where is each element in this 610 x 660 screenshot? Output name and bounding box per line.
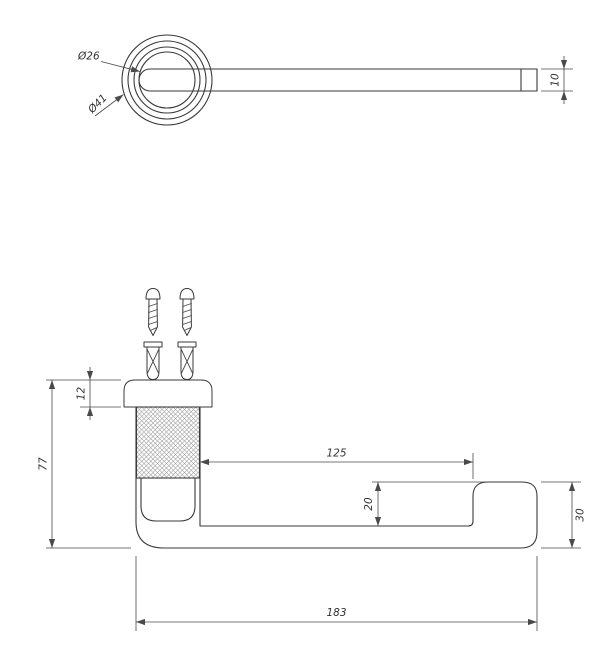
extension-lines	[541, 68, 573, 92]
dim-bar-thickness: 10	[541, 56, 573, 104]
screw-threads	[182, 303, 192, 331]
dim-rosette-diameter-label: Ø41	[85, 92, 109, 116]
knurled-grip	[135, 406, 201, 479]
screw-head	[145, 288, 161, 300]
leader-line	[94, 94, 124, 117]
screw-threads	[148, 303, 158, 331]
anchor-slits	[181, 349, 193, 374]
screw-head	[179, 288, 195, 300]
dim-drop-to-bar-label: 20	[363, 497, 375, 511]
wall-anchor-right	[177, 341, 197, 380]
dim-end-height-label: 30	[575, 508, 587, 522]
anchor-collar	[143, 341, 163, 348]
dim-drop-to-bar: 20	[363, 481, 486, 526]
dim-overall-length: 183	[135, 556, 538, 631]
dim-overall-height: 77	[38, 379, 131, 549]
extension-lines	[135, 556, 538, 631]
anchor-slits	[147, 349, 159, 374]
rosette-ring-circle	[127, 40, 207, 120]
dim-rosette-diameter: Ø41	[85, 92, 124, 117]
rosette-circles	[121, 34, 213, 126]
dim-bar-thickness-label: 10	[550, 73, 562, 87]
screw-right	[179, 288, 195, 336]
front-view: 12 77 125 20 30	[38, 288, 587, 631]
dim-rosette-height: 12	[76, 367, 121, 420]
dim-collar-diameter: Ø26	[77, 51, 141, 73]
dim-arm-length-label: 125	[326, 448, 346, 460]
holder-outline	[135, 406, 538, 549]
wall-anchor-left	[143, 341, 163, 380]
dim-overall-height-label: 77	[38, 457, 50, 471]
screw-left	[145, 288, 161, 336]
leader-line	[100, 61, 141, 73]
wall-rosette	[123, 379, 213, 408]
post-neck	[140, 477, 196, 522]
dim-end-height: 30	[541, 481, 587, 549]
dim-overall-length-label: 183	[326, 607, 346, 619]
anchor-collar	[177, 341, 197, 348]
dim-collar-diameter-label: Ø26	[77, 51, 100, 63]
rosette-outer-circle	[121, 34, 213, 126]
dim-rosette-height-label: 12	[76, 387, 88, 401]
extension-lines	[46, 379, 131, 549]
dim-arm-length: 125	[200, 448, 474, 479]
collar-outer-circle	[133, 46, 201, 114]
collar-inner-circle	[138, 51, 196, 109]
top-view: Ø26 Ø41 10	[77, 34, 573, 126]
